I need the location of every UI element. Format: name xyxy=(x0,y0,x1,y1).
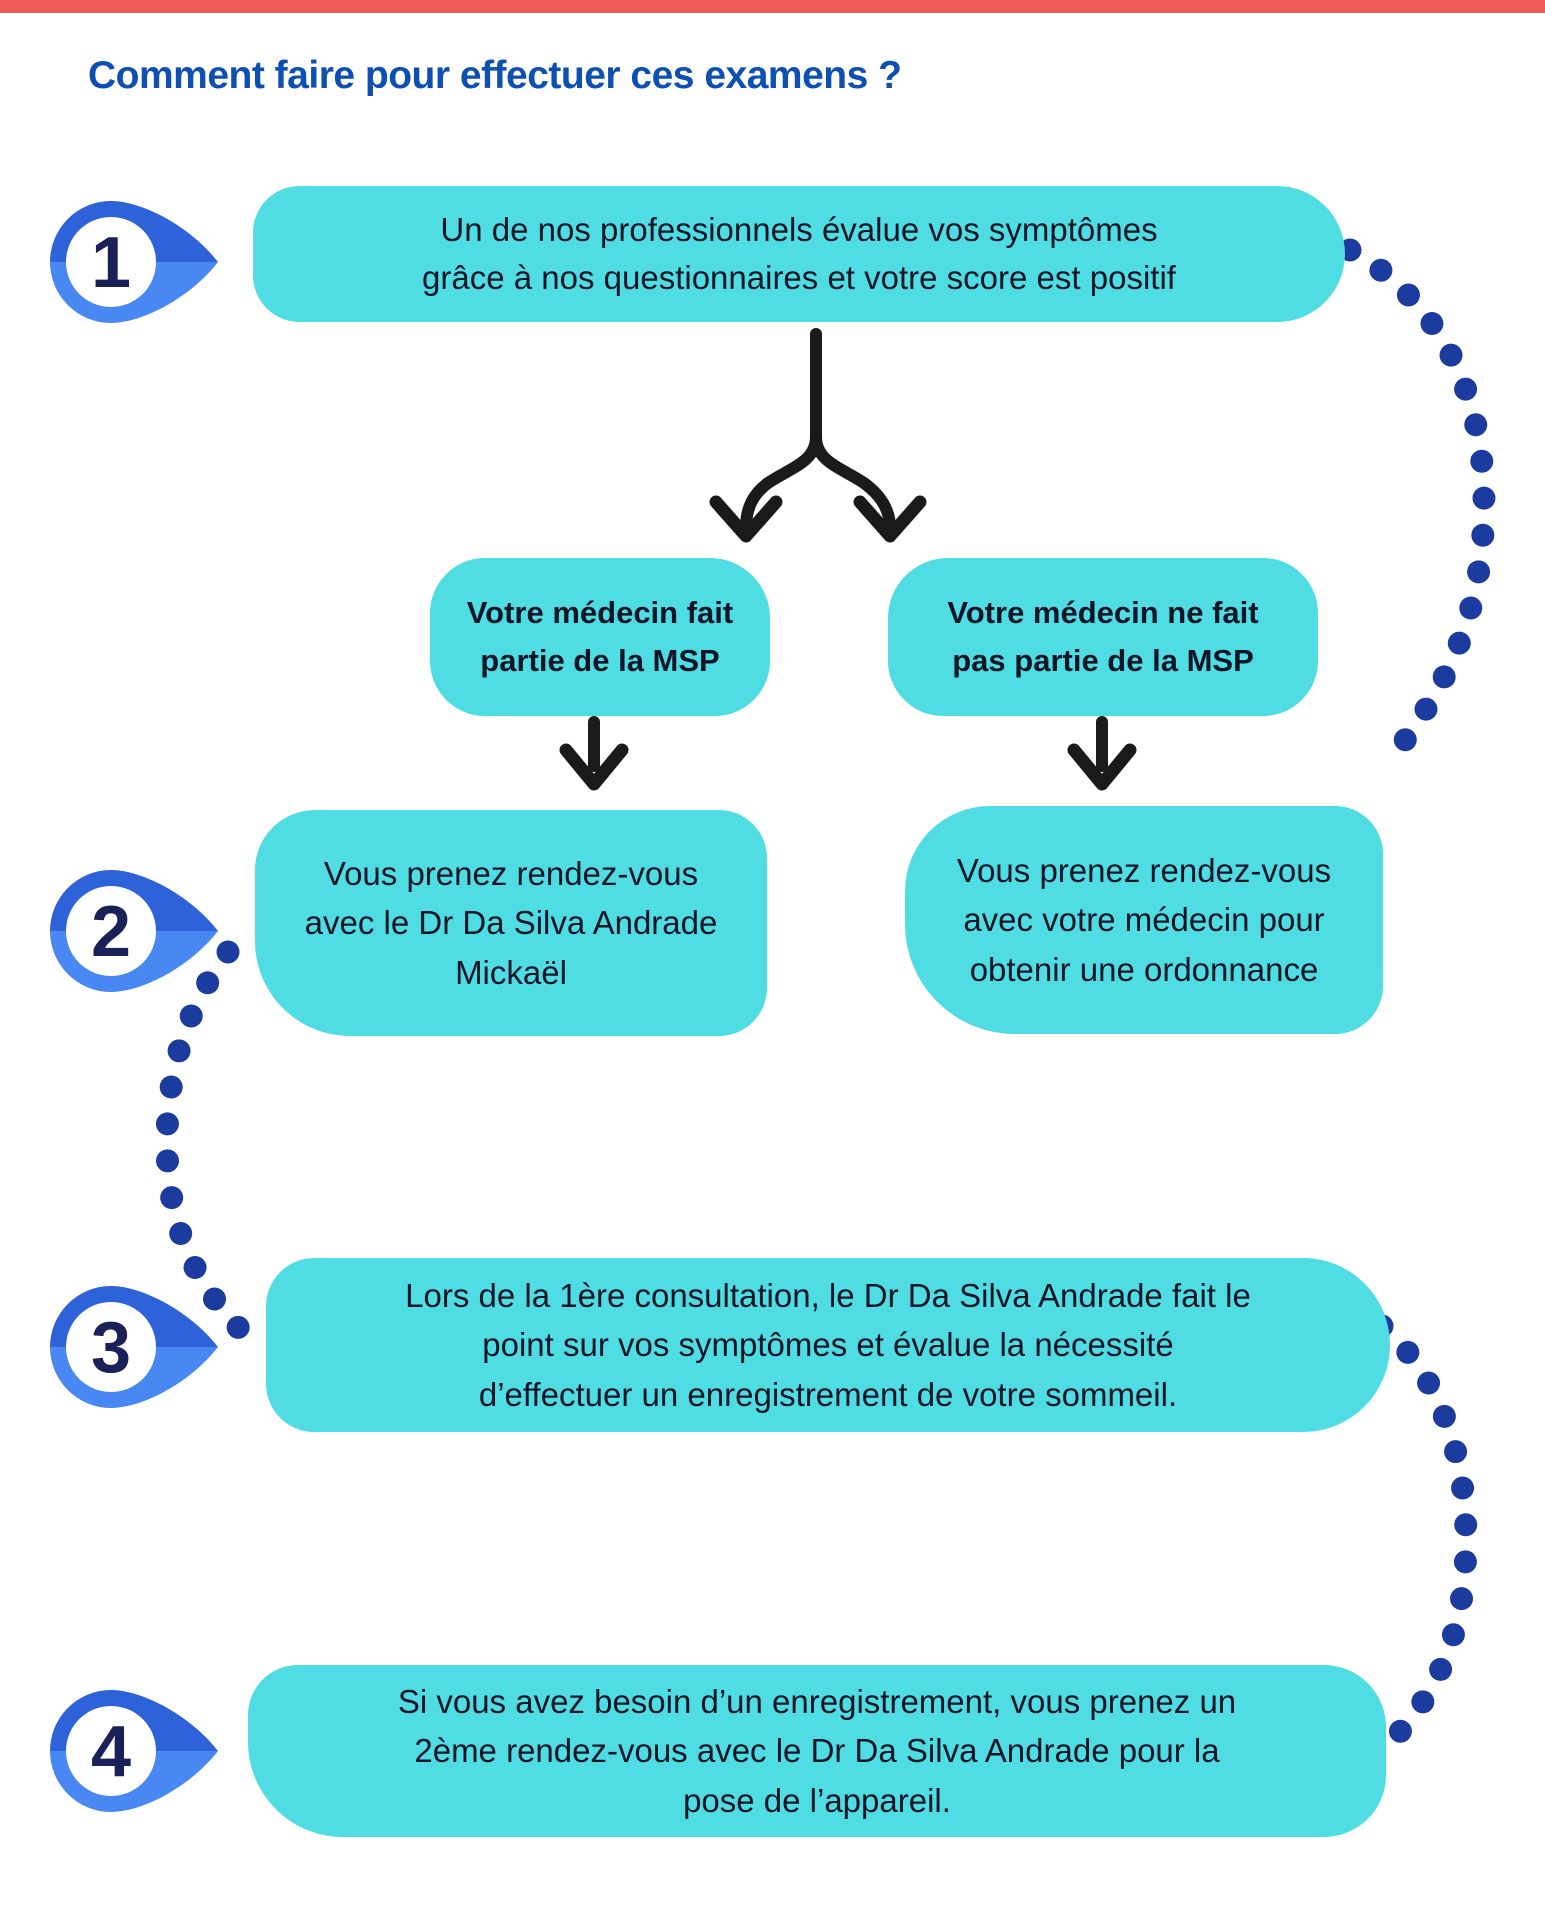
step3-box: Lors de la 1ère consultation, le Dr Da S… xyxy=(266,1258,1390,1432)
arrowhead-down-icon xyxy=(853,495,927,543)
branch-left-box: Votre médecin fait partie de la MSP xyxy=(430,558,770,716)
dotted-curve-step3-to-step4 xyxy=(1368,1314,1478,1764)
step-number: 4 xyxy=(91,1712,131,1792)
step2-right-box: Vous prenez rendez-vous avec votre médec… xyxy=(905,806,1383,1034)
page-title: Comment faire pour effectuer ces examens… xyxy=(88,54,902,97)
step-number: 3 xyxy=(91,1308,131,1388)
step2-left-box-text: Vous prenez rendez-vous avec le Dr Da Si… xyxy=(304,854,718,991)
step-2-marker-icon: 2 xyxy=(50,870,218,992)
step1-box-text: Un de nos professionnels évalue vos symp… xyxy=(422,211,1176,296)
marker-inner-circle xyxy=(66,1706,156,1796)
branch-right-curve xyxy=(810,431,896,534)
branch-connector-arrow xyxy=(709,328,927,543)
step1-box: Un de nos professionnels évalue vos symp… xyxy=(253,186,1345,322)
step4-box-text: Si vous avez besoin d’un enregistrement,… xyxy=(397,1682,1237,1819)
msp-right-down-arrow xyxy=(1067,716,1137,791)
step-1-marker-icon: 1 xyxy=(50,201,218,323)
marker-inner-circle xyxy=(66,1302,156,1392)
dotted-curve-step1-to-step2 xyxy=(1338,238,1496,772)
step-number: 1 xyxy=(91,223,131,303)
step-number: 2 xyxy=(91,892,131,972)
step-3-marker-icon: 3 xyxy=(50,1286,218,1408)
branch-left-curve xyxy=(740,431,822,534)
step-4-marker-icon: 4 xyxy=(50,1690,218,1812)
marker-inner-circle xyxy=(66,886,156,976)
arrowhead-down-icon xyxy=(709,495,783,543)
step2-right-box-text: Vous prenez rendez-vous avec votre médec… xyxy=(956,851,1332,988)
step4-box: Si vous avez besoin d’un enregistrement,… xyxy=(248,1665,1386,1837)
step3-box-text: Lors de la 1ère consultation, le Dr Da S… xyxy=(405,1276,1251,1413)
arrowhead-down-icon xyxy=(559,743,629,791)
branch-left-box-text: Votre médecin fait partie de la MSP xyxy=(466,594,734,678)
arrowhead-down-icon xyxy=(1067,743,1137,791)
branch-right-box-text: Votre médecin ne fait pas partie de la M… xyxy=(947,594,1259,678)
msp-left-down-arrow xyxy=(559,716,629,791)
top-accent-bar xyxy=(0,0,1545,13)
marker-inner-circle xyxy=(66,217,156,307)
step2-left-box: Vous prenez rendez-vous avec le Dr Da Si… xyxy=(255,810,767,1036)
branch-right-box: Votre médecin ne fait pas partie de la M… xyxy=(888,558,1318,716)
